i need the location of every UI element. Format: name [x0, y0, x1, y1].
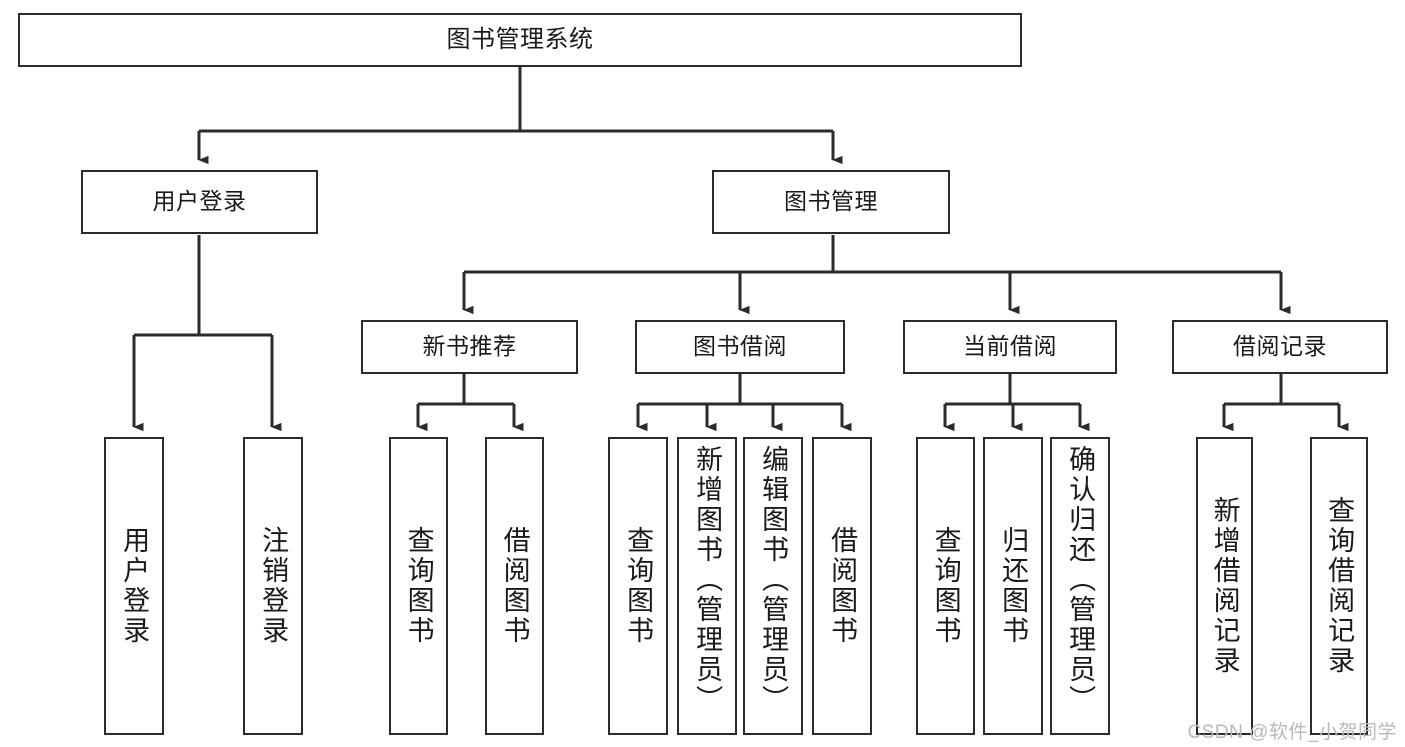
leaf-borrow-record-add-record[interactable]: 新增借阅记录 [1196, 437, 1253, 735]
leaf-borrow-record-query-record[interactable]: 查询借阅记录 [1310, 437, 1368, 735]
leaf-book-borrow-add-book-admin[interactable]: 新增图书（管理员） [677, 437, 737, 735]
leaf-new-book-query-book[interactable]: 查询图书 [389, 437, 448, 735]
node-label: 注销登录 [258, 526, 289, 646]
node-label: 借阅记录 [1233, 333, 1327, 360]
node-book-borrow[interactable]: 图书借阅 [635, 320, 845, 374]
node-label: 新增借阅记录 [1209, 496, 1240, 676]
leaf-logout[interactable]: 注销登录 [243, 437, 303, 735]
node-label: 新增图书（管理员） [692, 445, 723, 715]
node-root-book-management-system[interactable]: 图书管理系统 [18, 13, 1022, 67]
node-label: 查询借阅记录 [1324, 496, 1355, 676]
node-label: 图书管理 [784, 188, 878, 215]
node-current-borrow[interactable]: 当前借阅 [903, 320, 1117, 374]
leaf-current-borrow-return-book[interactable]: 归还图书 [983, 437, 1043, 735]
node-label: 用户登录 [119, 526, 150, 646]
node-borrow-record[interactable]: 借阅记录 [1172, 320, 1388, 374]
node-label: 新书推荐 [422, 333, 517, 360]
leaf-book-borrow-borrow-book[interactable]: 借阅图书 [812, 437, 872, 735]
csdn-watermark: CSDN @软件_小贺同学 [1187, 722, 1397, 743]
node-label: 借阅图书 [499, 526, 530, 646]
node-label: 确认归还（管理员） [1065, 445, 1096, 715]
leaf-book-borrow-query-book[interactable]: 查询图书 [608, 437, 668, 735]
leaf-new-book-borrow-book[interactable]: 借阅图书 [485, 437, 544, 735]
leaf-current-borrow-query-book[interactable]: 查询图书 [916, 437, 975, 735]
node-new-book-recommend[interactable]: 新书推荐 [361, 320, 578, 374]
node-label: 当前借阅 [963, 333, 1057, 360]
node-label: 图书借阅 [693, 333, 787, 360]
leaf-book-borrow-edit-book-admin[interactable]: 编辑图书（管理员） [743, 437, 803, 735]
leaf-current-borrow-confirm-return-admin[interactable]: 确认归还（管理员） [1050, 437, 1110, 735]
node-label: 用户登录 [152, 188, 247, 215]
node-label: 查询图书 [403, 526, 434, 646]
node-user-login[interactable]: 用户登录 [81, 170, 318, 234]
leaf-user-login[interactable]: 用户登录 [104, 437, 164, 735]
node-label: 编辑图书（管理员） [758, 445, 789, 715]
node-book-management[interactable]: 图书管理 [712, 170, 950, 234]
node-label: 归还图书 [998, 526, 1029, 646]
node-label: 查询图书 [623, 526, 654, 646]
node-label: 图书管理系统 [446, 25, 594, 53]
node-label: 查询图书 [930, 526, 961, 646]
node-label: 借阅图书 [827, 526, 858, 646]
